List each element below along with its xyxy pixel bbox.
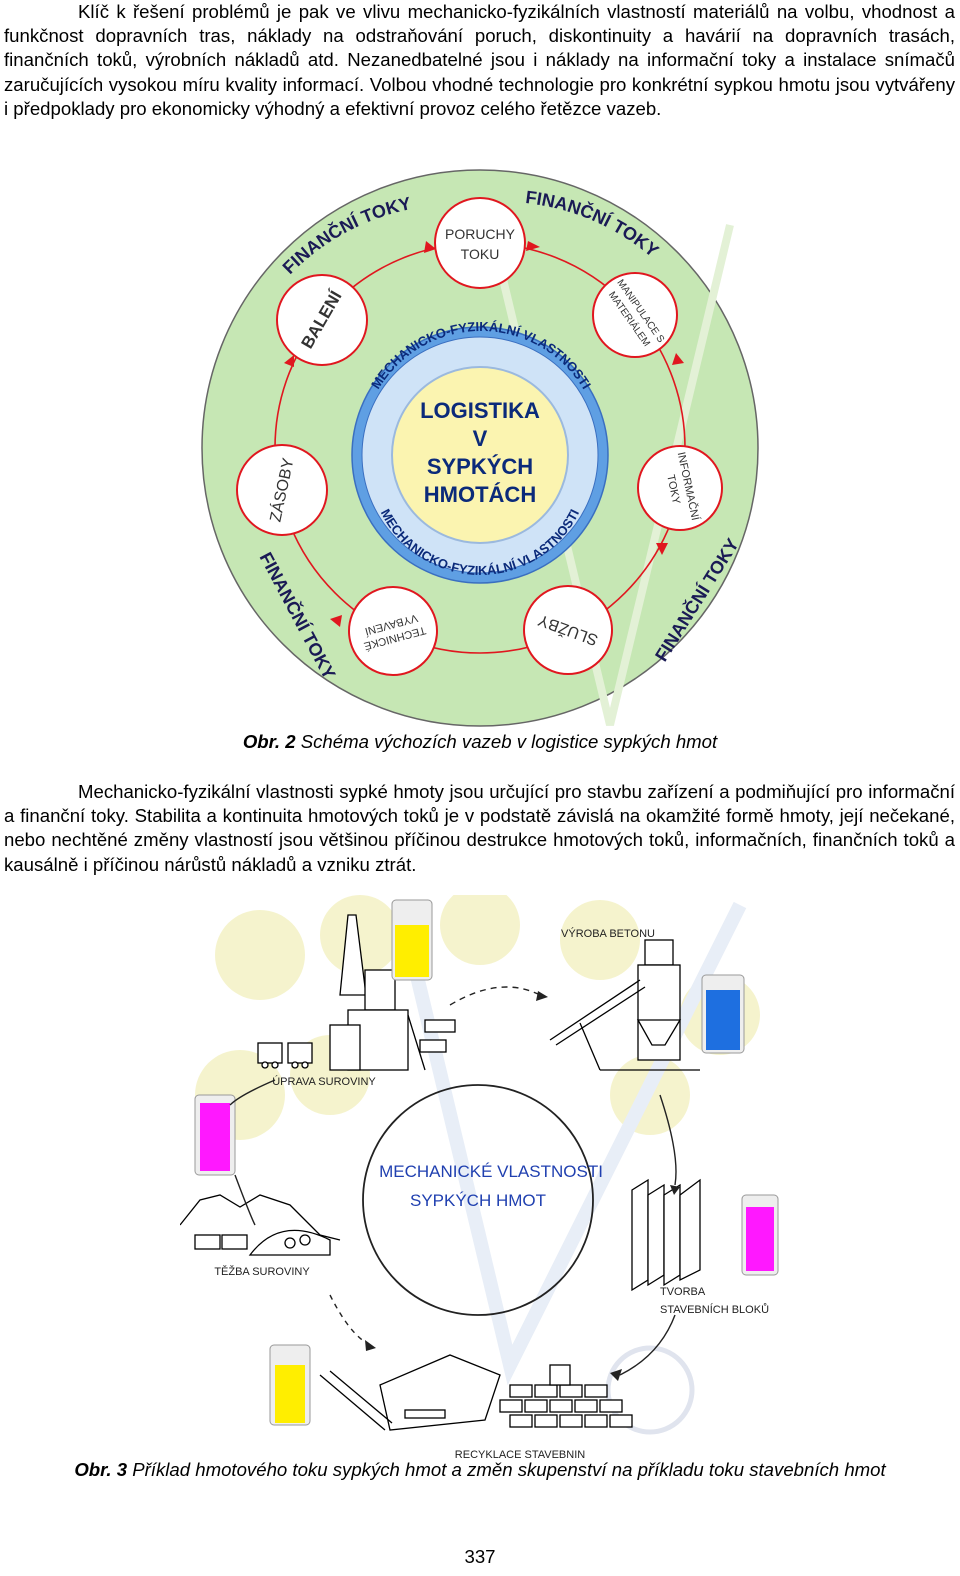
center-line-2: SYPKÝCH HMOT: [410, 1191, 546, 1210]
node-manipulace: MANIPULACE S MATERIÁLEM: [592, 272, 678, 358]
label-tvorba-1: TVORBA: [660, 1286, 706, 1298]
concrete-plant-illustration: [549, 939, 700, 1071]
node-informacni-toky: INFORMAČNÍ TOKY: [637, 445, 723, 531]
center-title-line-2: V: [473, 426, 488, 451]
recycling-illustration: [319, 1354, 633, 1431]
blocks-illustration: [631, 1178, 701, 1292]
figure-3-caption: Obr. 3 Příklad hmotového toku sypkých hm…: [74, 1459, 886, 1480]
node-sluzby: SLUŽBY: [523, 585, 613, 675]
label-tvorba-2: STAVEBNÍCH BLOKŮ: [660, 1303, 769, 1316]
page-number: 337: [464, 1546, 496, 1567]
paragraph-1: Klíč k řešení problémů je pak ve vlivu m…: [4, 1, 955, 119]
node-baleni: BALENÍ: [276, 274, 368, 366]
center-title-line-1: LOGISTIKA: [420, 398, 540, 423]
figure-2-caption: Obr. 2 Schéma výchozích vazeb v logistic…: [242, 731, 718, 752]
label-vyroba: VÝROBA BETONU: [561, 927, 655, 940]
figure-3-diagram: MECHANICKÉ VLASTNOSTI SYPKÝCH HMOT ÚPRAV…: [180, 895, 779, 1461]
figure-2-diagram: MECHANICKO-FYZIKÁLNÍ VLASTNOSTI MECHANIC…: [201, 169, 759, 727]
center-title-line-4: HMOTÁCH: [424, 482, 536, 507]
label-recyklace: RECYKLACE STAVEBNIN: [455, 1449, 585, 1461]
paragraph-2: Mechanicko-fyzikální vlastnosti sypké hm…: [4, 781, 955, 875]
mining-illustration: [180, 1194, 341, 1256]
center-disc: [391, 366, 569, 544]
plant-illustration: [257, 914, 456, 1071]
node-technicke-vybaveni: TECHNICKÉ VYBAVENÍ: [348, 586, 438, 676]
svg-text:PORUCHY: PORUCHY: [445, 226, 516, 242]
svg-text:TOKU: TOKU: [461, 246, 500, 262]
label-uprava: ÚPRAVA SUROVINY: [272, 1075, 376, 1088]
node-poruchy-toku: PORUCHY TOKU: [434, 197, 526, 289]
node-zasoby: ZÁSOBY: [236, 444, 328, 536]
label-tezba: TĚŽBA SUROVINY: [214, 1265, 310, 1278]
flow-arrows: [229, 986, 677, 1376]
center-title-line-3: SYPKÝCH: [427, 454, 533, 479]
center-circle: [362, 1084, 594, 1316]
center-line-1: MECHANICKÉ VLASTNOSTI: [379, 1162, 603, 1181]
